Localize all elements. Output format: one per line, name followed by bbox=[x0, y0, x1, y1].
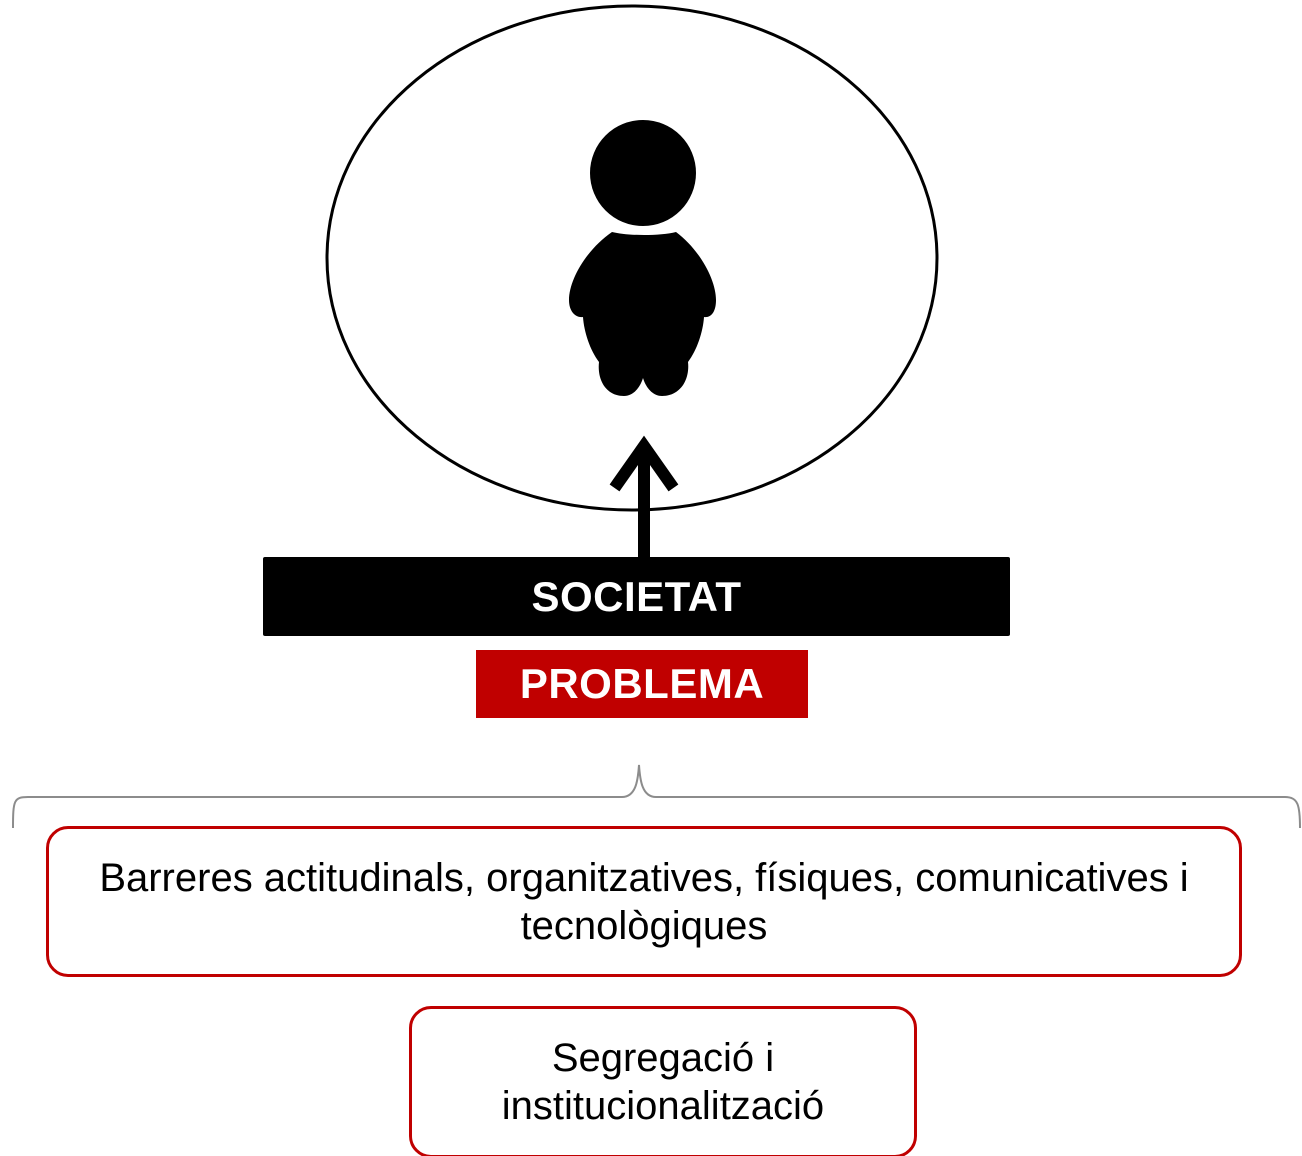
societat-label: SOCIETAT bbox=[531, 572, 742, 620]
segregacio-text: Segregació i institucionalització bbox=[501, 1036, 825, 1128]
arrow-up-icon bbox=[609, 435, 679, 558]
problema-label: PROBLEMA bbox=[519, 660, 765, 707]
societat-bar: SOCIETAT bbox=[263, 557, 1010, 636]
barriers-box: Barreres actitudinals, organitzatives, f… bbox=[46, 826, 1242, 977]
person-icon bbox=[569, 120, 716, 396]
society-circle bbox=[325, 4, 939, 512]
barriers-text: Barreres actitudinals, organitzatives, f… bbox=[99, 855, 1189, 948]
segregacio-box: Segregació i institucionalització bbox=[409, 1006, 917, 1156]
bracket bbox=[12, 764, 1301, 829]
problema-badge: PROBLEMA bbox=[476, 650, 808, 718]
